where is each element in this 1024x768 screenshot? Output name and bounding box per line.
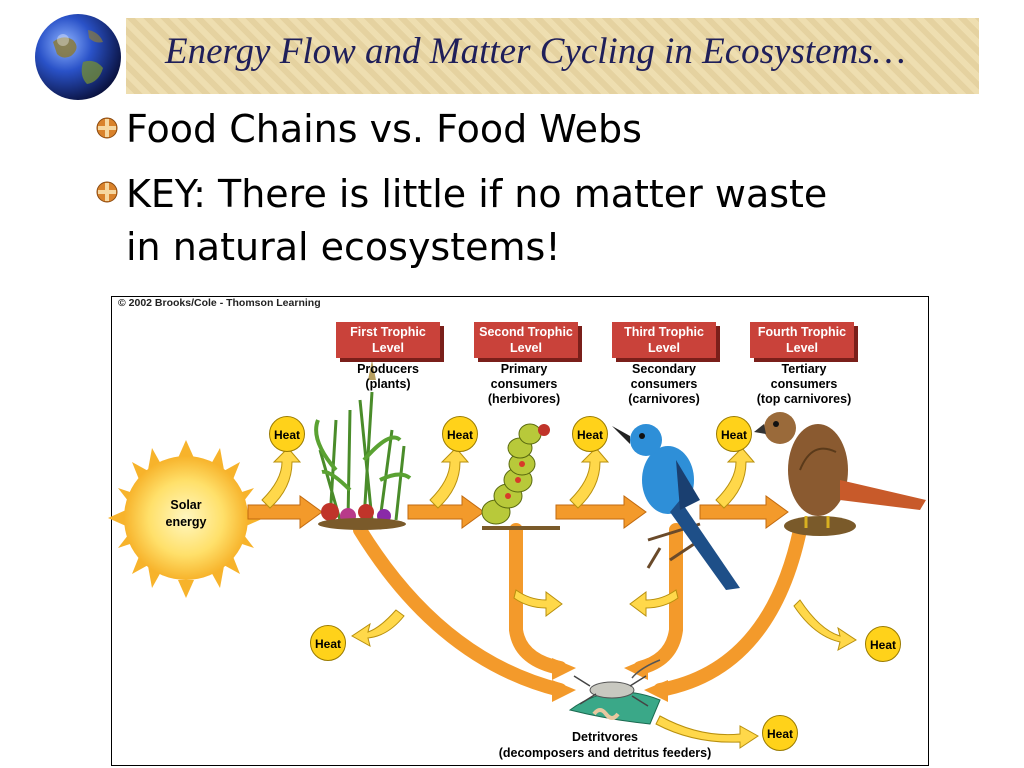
- desc-line: (top carnivores): [756, 392, 852, 406]
- title-bar: [126, 18, 979, 94]
- arrow-producers-to-primary: [407, 495, 485, 529]
- slide-title: Energy Flow and Matter Cycling in Ecosys…: [165, 31, 906, 72]
- trophic-level-box-1: First Trophic Level: [336, 322, 440, 358]
- bullet-icon: [96, 181, 118, 203]
- trophic-level-subtitle: Level: [372, 341, 404, 355]
- copyright-notice: © 2002 Brooks/Cole - Thomson Learning: [118, 297, 321, 309]
- diagram-frame-top: [111, 296, 929, 297]
- solar-label-line: energy: [165, 515, 207, 529]
- arrow-primary-to-secondary: [555, 495, 647, 529]
- trophic-level-box-4: Fourth Trophic Level: [750, 322, 854, 358]
- heat-badge: Heat: [310, 625, 346, 661]
- desc-line: Producers: [357, 362, 419, 376]
- bullet-text-2-cont: in natural ecosystems!: [126, 225, 561, 269]
- bullet-text-1: Food Chains vs. Food Webs: [126, 107, 642, 151]
- trophic-level-subtitle: Level: [648, 341, 680, 355]
- trophic-level-box-3: Third Trophic Level: [612, 322, 716, 358]
- desc-line: consumers: [630, 377, 698, 391]
- flow-primary-to-detritivores: [509, 523, 567, 675]
- solar-label-line: Solar: [170, 498, 202, 512]
- bullet-text-2: KEY: There is little if no matter waste: [126, 172, 828, 216]
- trophic-level-title: First Trophic: [350, 325, 426, 339]
- sun-icon: [108, 440, 264, 598]
- desc-line: (carnivores): [628, 392, 700, 406]
- detritivores-label: Detritvores (decomposers and detritus fe…: [470, 729, 740, 761]
- producers-label: Producers (plants): [318, 362, 458, 392]
- hawk-icon: [754, 412, 926, 536]
- heat-side-arrow-detritivores: [655, 715, 759, 749]
- detritivores-line: Detritvores: [572, 730, 638, 744]
- flow-tertiary-to-detritivores: [653, 523, 807, 697]
- heat-badge: Heat: [762, 715, 798, 751]
- trophic-level-subtitle: Level: [786, 341, 818, 355]
- heat-arrow-3: [569, 447, 610, 509]
- heat-badge: Heat: [572, 416, 608, 452]
- heat-badge: Heat: [442, 416, 478, 452]
- arrow-sun-to-producers: [247, 495, 323, 529]
- desc-line: Tertiary: [781, 362, 827, 376]
- solar-energy-label: Solar energy: [150, 497, 222, 531]
- caterpillar-icon: [481, 423, 560, 530]
- heat-side-arrow-producers: [351, 609, 405, 647]
- tertiary-consumers-label: Tertiary consumers (top carnivores): [734, 362, 874, 407]
- arrow-secondary-to-tertiary: [699, 495, 789, 529]
- secondary-consumers-label: Secondary consumers (carnivores): [594, 362, 734, 407]
- trophic-level-box-2: Second Trophic Level: [474, 322, 578, 358]
- heat-arrow-2: [429, 447, 470, 509]
- heat-badge: Heat: [269, 416, 305, 452]
- primary-consumers-label: Primary consumers (herbivores): [454, 362, 594, 407]
- heat-side-arrow-secondary: [629, 589, 679, 617]
- trophic-level-title: Third Trophic: [624, 325, 704, 339]
- heat-arrow-4: [715, 447, 756, 509]
- detritivores-icon: [568, 659, 661, 725]
- heat-badge: Heat: [716, 416, 752, 452]
- trophic-level-title: Fourth Trophic: [757, 325, 847, 339]
- plants-icon: [314, 360, 412, 530]
- bird-icon: [612, 424, 740, 590]
- trophic-level-subtitle: Level: [510, 341, 542, 355]
- bullet-icon: [96, 117, 118, 139]
- heat-side-arrow-primary: [513, 589, 563, 617]
- flow-producers-to-detritivores: [353, 523, 567, 697]
- diagram-frame-bottom: [111, 765, 929, 766]
- desc-line: consumers: [490, 377, 558, 391]
- desc-line: (plants): [365, 377, 411, 391]
- detritivores-line: (decomposers and detritus feeders): [498, 746, 712, 760]
- diagram-frame-left: [111, 296, 112, 766]
- heat-arrow-1: [261, 447, 302, 509]
- desc-line: (herbivores): [487, 392, 561, 406]
- desc-line: consumers: [770, 377, 838, 391]
- heat-side-arrow-tertiary: [793, 599, 857, 651]
- desc-line: Primary: [500, 362, 548, 376]
- desc-line: Secondary: [632, 362, 696, 376]
- heat-badge: Heat: [865, 626, 901, 662]
- globe-icon: [35, 14, 121, 100]
- diagram-frame-right: [928, 296, 929, 766]
- trophic-level-title: Second Trophic: [479, 325, 573, 339]
